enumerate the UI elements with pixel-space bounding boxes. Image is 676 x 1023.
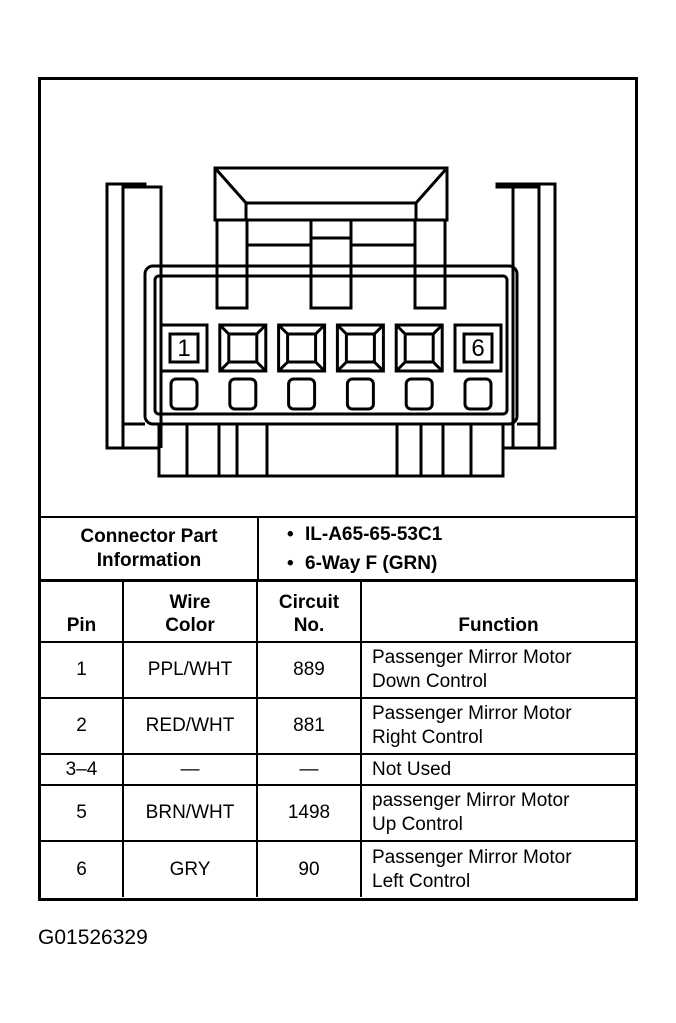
terminal-cavity-inner	[168, 332, 200, 364]
base-ribs	[185, 424, 473, 476]
terminal-cavity	[159, 323, 209, 373]
row-pin: 3–4	[41, 753, 124, 786]
terminal-slot	[463, 377, 493, 411]
table-row: 1 PPL/WHT 889 Passenger Mirror Motor Dow…	[41, 641, 635, 699]
center-key	[247, 218, 415, 310]
terminal-slot	[287, 377, 317, 411]
terminal-slot	[169, 377, 199, 411]
header-circuit-no: Circuit No.	[256, 579, 362, 643]
row-function-line2: Left Control	[372, 870, 471, 892]
row-circuit: 90	[256, 840, 362, 897]
pin-label-1: 1	[177, 335, 190, 362]
connector-info-label: Connector Part Information	[41, 516, 259, 582]
row-function-line1: passenger Mirror Motor	[372, 790, 570, 811]
row-function: Not Used	[360, 753, 635, 786]
diagram-frame: 1 6 Connector Part Information IL-A65-65…	[38, 77, 638, 901]
row-function-line1: Passenger Mirror Motor	[372, 846, 572, 868]
left-latch	[105, 182, 147, 450]
terminal-cavity	[394, 323, 444, 373]
terminal-cavity-bevel	[218, 323, 267, 373]
right-latch-inner	[511, 185, 539, 448]
row-circuit: —	[256, 753, 362, 786]
row-function: passenger Mirror Motor Up Control	[360, 784, 635, 842]
row-function: Passenger Mirror Motor Left Control	[360, 840, 635, 897]
row-function: Passenger Mirror Motor Down Control	[360, 641, 635, 699]
pinout-header-row: Pin Wire Color Circuit No. Function	[41, 579, 635, 643]
terminal-cavity-bevel	[395, 323, 444, 373]
row-function: Passenger Mirror Motor Right Control	[360, 697, 635, 755]
terminal-cavity-inner	[403, 332, 435, 364]
row-pin: 6	[41, 840, 124, 897]
header-function: Function	[360, 579, 635, 643]
info-label-line1: Connector Part	[80, 526, 218, 547]
row-function-line1: Passenger Mirror Motor	[372, 647, 572, 668]
terminal-cavity-inner	[344, 332, 376, 364]
terminal-cavity-inner	[227, 332, 259, 364]
lock-post-right	[413, 218, 447, 310]
header-circuit-line1: Circuit	[278, 592, 340, 613]
pin-label-6: 6	[471, 335, 484, 362]
housing-outer	[143, 264, 519, 426]
row-pin: 1	[41, 641, 124, 699]
figure-id-caption: G01526329	[38, 926, 148, 949]
row-wire-color: GRY	[122, 840, 258, 897]
housing-base	[157, 424, 505, 478]
header-wire-line1: Wire	[169, 592, 211, 613]
info-label-line2: Information	[96, 550, 202, 571]
terminal-cavity	[335, 323, 385, 373]
table-row: 5 BRN/WHT 1498 passenger Mirror Motor Up…	[41, 784, 635, 842]
connector-face-drawing: 1 6	[105, 166, 557, 478]
terminal-cavity	[277, 323, 327, 373]
terminal-cavity-bevel	[277, 323, 326, 373]
terminal-cavity-inner	[462, 332, 494, 364]
row-function-line2: Down Control	[372, 671, 488, 692]
row-wire-color: BRN/WHT	[122, 784, 258, 842]
connector-type: 6-Way F (GRN)	[287, 549, 635, 578]
lock-post-left	[215, 218, 249, 310]
row-pin: 5	[41, 784, 124, 842]
housing-inner	[153, 274, 509, 416]
row-wire-color: RED/WHT	[122, 697, 258, 755]
top-lock-tab	[213, 166, 449, 222]
header-wire-color: Wire Color	[122, 579, 258, 643]
row-function-line2: Right Control	[372, 727, 483, 748]
terminal-cavity	[453, 323, 503, 373]
terminal-slot	[228, 377, 258, 411]
table-row: 6 GRY 90 Passenger Mirror Motor Left Con…	[41, 840, 635, 897]
row-wire-color: PPL/WHT	[122, 641, 258, 699]
row-function-line1: Passenger Mirror Motor	[372, 703, 572, 724]
pinout-table: Pin Wire Color Circuit No. Function 1 PP…	[41, 579, 635, 897]
row-circuit: 1498	[256, 784, 362, 842]
row-wire-color: —	[122, 753, 258, 786]
terminal-slot	[404, 377, 434, 411]
connector-info-table: Connector Part Information IL-A65-65-53C…	[41, 516, 635, 582]
terminal-cavity	[218, 323, 268, 373]
terminal-cavity-bevel	[336, 323, 385, 373]
row-circuit: 881	[256, 697, 362, 755]
row-function-line1: Not Used	[372, 758, 452, 780]
row-circuit: 889	[256, 641, 362, 699]
header-wire-line2: Color	[165, 615, 215, 636]
table-row: 3–4 — — Not Used	[41, 753, 635, 786]
row-pin: 2	[41, 697, 124, 755]
row-function-line2: Up Control	[372, 814, 463, 835]
part-number: IL-A65-65-53C1	[287, 520, 635, 549]
terminal-slot	[345, 377, 375, 411]
top-lock-tab-bevel	[213, 167, 449, 220]
terminal-cavity-inner	[286, 332, 318, 364]
table-row: 2 RED/WHT 881 Passenger Mirror Motor Rig…	[41, 697, 635, 755]
connector-info-values: IL-A65-65-53C1 6-Way F (GRN)	[257, 516, 635, 582]
header-circuit-line2: No.	[293, 615, 325, 636]
header-pin: Pin	[41, 579, 124, 643]
